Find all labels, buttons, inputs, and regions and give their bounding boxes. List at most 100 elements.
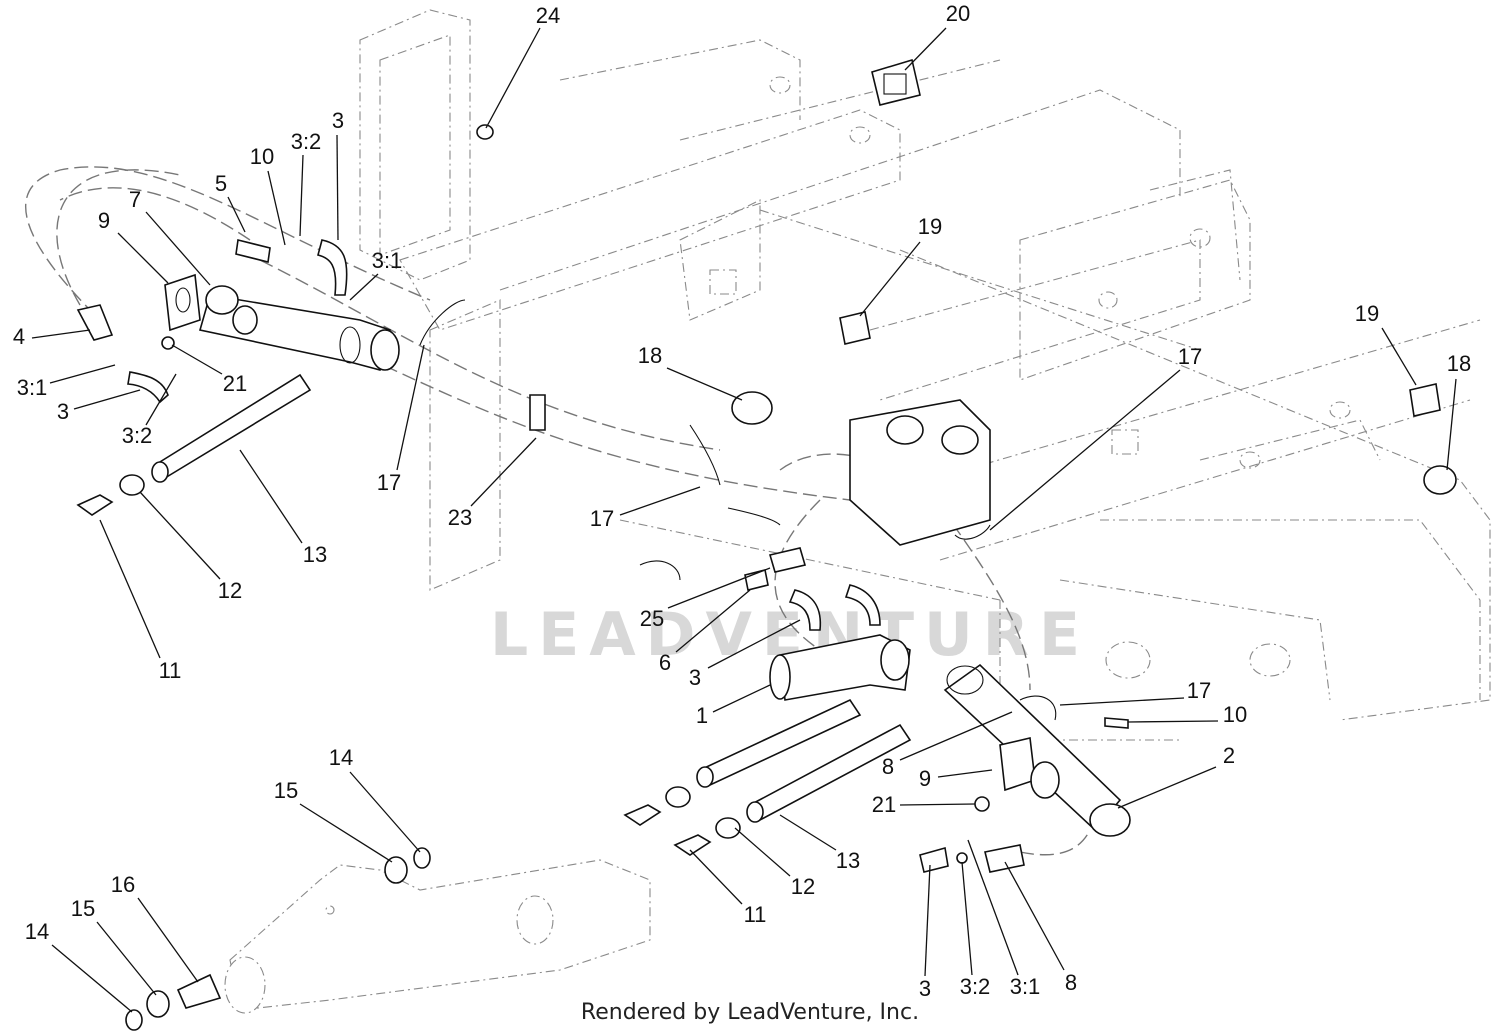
leader-line xyxy=(937,769,993,778)
part-number-label: 3 xyxy=(689,665,701,690)
callout-c15-top: 15 xyxy=(274,778,393,863)
callout-c14-low: 14 xyxy=(25,919,133,1013)
leader-line xyxy=(137,897,199,983)
callout-c6: 6 xyxy=(659,589,751,675)
callout-c3-2-top: 3:2 xyxy=(291,129,321,237)
leader-line xyxy=(712,684,771,713)
frame-phantom xyxy=(359,9,1491,741)
part-number-label: 17 xyxy=(377,470,401,495)
callout-c3-left: 3 xyxy=(57,389,141,424)
part-number-label: 11 xyxy=(159,658,182,683)
callout-c3-2-bottom: 3:2 xyxy=(960,861,990,999)
leader-line xyxy=(1381,327,1417,386)
part-number-label: 3 xyxy=(919,976,931,1001)
part-number-label: 24 xyxy=(536,3,560,28)
leader-line xyxy=(924,864,931,977)
part-number-label: 21 xyxy=(223,371,247,396)
leader-line xyxy=(145,211,211,286)
part-number-label: 12 xyxy=(218,578,242,603)
callout-c3-mid: 3 xyxy=(689,619,801,690)
part-number-label: 15 xyxy=(71,896,95,921)
leader-line xyxy=(51,944,133,1013)
parts xyxy=(76,58,1457,1031)
part-number-label: 3:2 xyxy=(122,423,153,448)
part-number-label: 10 xyxy=(1223,702,1247,727)
part-number-label: 17 xyxy=(1187,678,1211,703)
callout-c25: 25 xyxy=(640,567,771,631)
part-number-label: 13 xyxy=(836,848,860,873)
leader-line xyxy=(171,344,223,375)
part-number-label: 17 xyxy=(590,506,614,531)
leader-line xyxy=(734,827,791,877)
leader-line xyxy=(707,619,801,669)
callout-c1: 1 xyxy=(696,684,771,728)
part-number-label: 3:1 xyxy=(372,248,403,273)
leader-line xyxy=(227,196,246,233)
part-number-label: 8 xyxy=(882,754,894,779)
leader-line xyxy=(485,27,541,129)
leader-line xyxy=(139,491,221,580)
callout-c8-mid: 8 xyxy=(882,711,1013,779)
part-number-label: 20 xyxy=(946,1,970,26)
leader-line xyxy=(470,437,537,507)
leader-line xyxy=(349,273,379,301)
leader-line xyxy=(1117,766,1217,809)
leader-line xyxy=(899,711,1013,761)
callout-c8-bottom: 8 xyxy=(1004,861,1077,995)
leader-line xyxy=(1446,378,1457,471)
part-number-label: 14 xyxy=(25,919,49,944)
part-number-label: 9 xyxy=(98,208,110,233)
part-number-label: 19 xyxy=(918,214,942,239)
callout-c21-top: 21 xyxy=(171,344,247,396)
leader-line xyxy=(49,364,116,384)
callout-c13-top: 13 xyxy=(239,449,327,567)
leader-line xyxy=(1004,861,1065,971)
part-number-label: 3:1 xyxy=(1010,974,1041,999)
callout-c5: 5 xyxy=(215,171,246,233)
part-number-label: 1 xyxy=(696,703,708,728)
leader-line xyxy=(904,27,947,71)
callout-c14-top: 14 xyxy=(329,745,421,853)
part-number-label: 4 xyxy=(13,324,25,349)
leader-line xyxy=(396,344,425,471)
leader-line xyxy=(267,170,286,246)
callout-c18-right: 18 xyxy=(1446,351,1471,471)
callout-c24: 24 xyxy=(485,3,560,129)
leader-line xyxy=(989,369,1181,531)
leader-line xyxy=(859,241,921,317)
leader-line xyxy=(689,849,743,905)
leader-line xyxy=(336,134,339,241)
leader-line xyxy=(349,771,421,853)
part-number-label: 19 xyxy=(1355,301,1379,326)
callout-c17-mid: 17 xyxy=(590,486,701,531)
part-number-label: 3 xyxy=(57,399,69,424)
leader-line xyxy=(31,329,91,339)
lift-arm-phantom xyxy=(224,859,651,1014)
leader-line xyxy=(145,373,177,426)
callout-c12-low: 12 xyxy=(734,827,815,899)
leader-line xyxy=(779,814,837,851)
callout-c17-right: 17 xyxy=(989,344,1202,531)
callout-c17-left: 17 xyxy=(377,344,425,495)
callout-c2: 2 xyxy=(1117,743,1235,809)
callout-c9-top: 9 xyxy=(98,208,169,284)
leader-line xyxy=(239,449,303,544)
leader-line xyxy=(1059,697,1185,706)
callout-c23: 23 xyxy=(448,437,537,530)
callout-c3-1-left: 3:1 xyxy=(17,364,116,400)
leader-line xyxy=(961,861,973,976)
part-number-label: 8 xyxy=(1065,970,1077,995)
callout-c4: 4 xyxy=(13,324,91,349)
callout-c19-mid: 19 xyxy=(859,214,942,317)
leader-line xyxy=(667,567,771,609)
part-number-label: 23 xyxy=(448,505,472,530)
part-number-label: 7 xyxy=(129,187,141,212)
render-credit: Rendered by LeadVenture, Inc. xyxy=(580,1000,920,1025)
part-number-label: 3 xyxy=(332,108,344,133)
part-number-label: 10 xyxy=(250,144,274,169)
callout-c19-right: 19 xyxy=(1355,301,1417,386)
callout-c3-top: 3 xyxy=(332,108,344,241)
callout-c3-2-left: 3:2 xyxy=(122,373,177,448)
part-number-label: 18 xyxy=(1447,351,1471,376)
